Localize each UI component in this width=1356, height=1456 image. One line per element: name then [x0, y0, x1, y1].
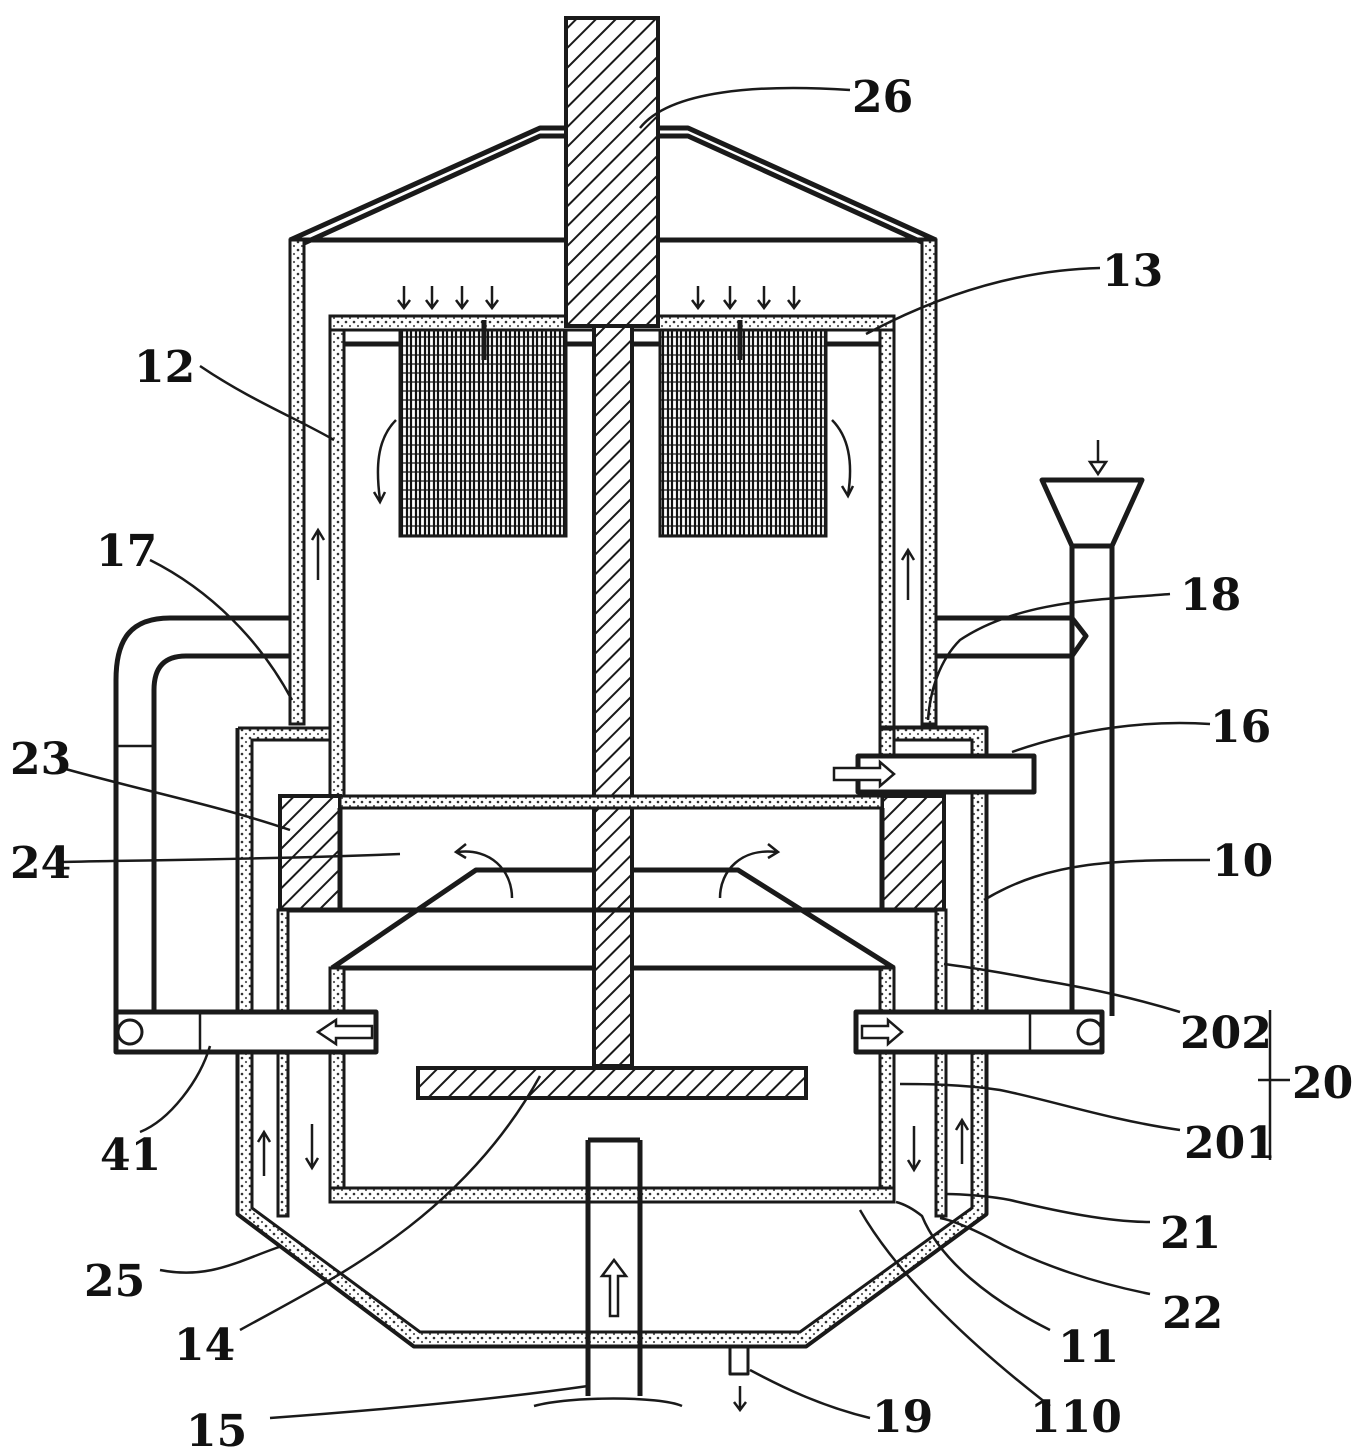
label-23: 23 [10, 734, 71, 785]
label-22: 22 [1162, 1288, 1223, 1339]
outer-shell-walls [288, 238, 938, 726]
right-feed-funnel [853, 440, 1145, 1055]
inflow-arrows [310, 286, 916, 600]
outer-shell-top [288, 125, 938, 247]
label-24: 24 [10, 838, 71, 889]
left-recirculation-pipe [113, 615, 379, 1055]
gas-outlet-pipe [832, 753, 1037, 795]
label-19: 19 [872, 1392, 933, 1443]
filter-cartridge-right [658, 320, 828, 538]
leader-lines [61, 86, 1290, 1420]
label-201: 201 [1184, 1118, 1276, 1169]
label-15: 15 [186, 1406, 247, 1456]
outer-jacket [235, 725, 989, 1349]
label-21: 21 [1160, 1208, 1221, 1259]
label-16: 16 [1210, 702, 1271, 753]
bottom-inlet-pipe [533, 1137, 683, 1408]
part-labels: 26 13 12 17 18 23 16 24 10 202 20 41 201… [10, 72, 1353, 1456]
label-12: 12 [134, 342, 195, 393]
label-110: 110 [1030, 1392, 1122, 1443]
impeller-plate [416, 1066, 808, 1100]
label-20: 20 [1292, 1058, 1353, 1109]
label-13: 13 [1102, 246, 1163, 297]
label-11: 11 [1058, 1322, 1119, 1373]
filter-cartridge-left [398, 320, 568, 538]
label-26: 26 [852, 72, 913, 123]
label-202: 202 [1180, 1008, 1272, 1059]
label-41: 41 [100, 1130, 161, 1181]
label-25: 25 [84, 1256, 145, 1307]
label-14: 14 [174, 1320, 235, 1371]
label-18: 18 [1180, 570, 1241, 621]
drain-valve [728, 1344, 750, 1413]
label-17: 17 [96, 526, 157, 577]
settling-section [278, 794, 946, 913]
label-10: 10 [1212, 836, 1273, 887]
cone-deflector [330, 843, 896, 971]
